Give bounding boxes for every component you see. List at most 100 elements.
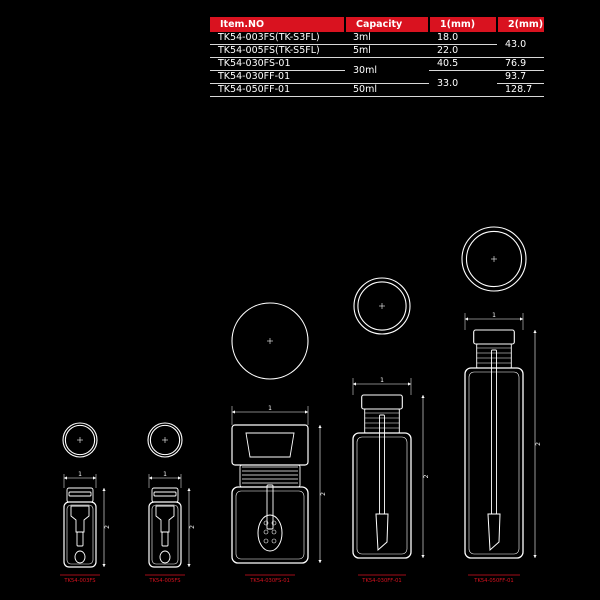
cell-item: TK54-003FS(TK-S3FL) [210, 32, 345, 45]
vial-2-dim2-label: 2 [320, 492, 327, 496]
vial-1-dim2-arrow-bottom [187, 564, 191, 567]
vial-2-body [231, 486, 309, 564]
header-item-no: Item.NO [210, 17, 346, 32]
vial-2-dim1-arrow-right [305, 410, 308, 414]
cell-capacity: 50ml [345, 83, 429, 97]
vial-0-dim2-arrow-bottom [102, 564, 106, 567]
vial-0-label: TK54-003FS [63, 578, 95, 584]
vial-4-collar [476, 343, 512, 369]
vial-1-applicator-head [159, 550, 171, 564]
vial-2-top-view-outer-circle [231, 302, 309, 380]
cell-dim1: 18.0 [429, 32, 497, 45]
vial-0-plug [70, 505, 90, 533]
vial-2-dim1-arrow-left [232, 410, 235, 414]
vial-1-label: TK54-005FS [148, 578, 180, 584]
vial-3-dim2-arrow-top [421, 395, 425, 398]
vial-2-cap [231, 424, 309, 466]
vial-0-dim2-arrow-top [102, 488, 106, 491]
vial-0-dim1-arrow-left [64, 476, 67, 480]
vial-2-paddle-hole [271, 520, 277, 526]
vial-0-cap [66, 487, 94, 503]
vial-4-dim1-arrow-right [520, 317, 523, 321]
vial-3-top-view-inner-circle [357, 281, 407, 331]
vial-1-cap-band [153, 491, 177, 497]
vial-1-dim2-arrow-top [187, 488, 191, 491]
vial-2-paddle-hole [263, 538, 269, 544]
table-row: TK54-003FS(TK-S3FL) 3ml 18.0 43.0 [210, 32, 544, 58]
vial-2-paddle [257, 514, 283, 552]
vial-3-brush [375, 513, 389, 552]
vial-3-dim2-arrow-bottom [421, 555, 425, 558]
vial-3-dim1-arrow-right [408, 382, 411, 386]
cell-dim1: 33.0 [429, 70, 497, 97]
vial-0-top-view-outer-circle [62, 422, 98, 458]
vial-4-brush [487, 513, 501, 552]
vial-1-top-view-inner-circle [149, 424, 181, 456]
vial-1-body [148, 501, 182, 568]
vial-2-cap-liner [245, 432, 295, 458]
vial-2-dim2-arrow-top [318, 425, 322, 428]
vial-4-body [464, 367, 524, 559]
table-row: TK54-005FS(TK-S5FL) 5ml 22.0 [210, 44, 544, 58]
vial-3-body [352, 432, 412, 559]
header-capacity: Capacity [345, 17, 430, 32]
vial-2-inner-wall [235, 490, 305, 560]
cell-dim2: 128.7 [497, 83, 544, 97]
cell-dim2: 76.9 [497, 57, 544, 71]
cell-item: TK54-050FF-01 [210, 83, 345, 97]
vial-2-dim2-arrow-bottom [318, 560, 322, 563]
cell-item: TK54-030FF-01 [210, 70, 345, 84]
vial-1-applicator-stem [161, 531, 169, 547]
vial-3-cap [361, 394, 403, 410]
vial-0-dim1-label: 1 [78, 471, 82, 478]
vial-4-dim2-arrow-bottom [533, 555, 537, 558]
vial-1-inner-wall [151, 504, 179, 565]
vial-1-top-view-outer-circle [147, 422, 183, 458]
vial-4-dim2-label: 2 [535, 442, 542, 446]
vial-2-applicator-stem [266, 484, 274, 530]
cell-item: TK54-030FS-01 [210, 57, 345, 71]
cell-dim1: 40.5 [429, 57, 497, 71]
vial-0-dim1-arrow-right [93, 476, 96, 480]
vial-0-top-view-inner-circle [64, 424, 96, 456]
vial-3-applicator-stem [379, 414, 385, 515]
vial-1-dim1-arrow-right [178, 476, 181, 480]
cell-dim2: 93.7 [497, 70, 544, 84]
vial-2-paddle-hole [263, 529, 269, 535]
vial-3-inner-wall [356, 436, 408, 555]
table-header-row: Item.NO Capacity 1(mm) 2(mm) [210, 17, 544, 32]
vial-4-dim2-arrow-top [533, 330, 537, 333]
cell-capacity: 30ml [345, 57, 429, 84]
vial-1-dim1-label: 1 [163, 471, 167, 478]
vial-4-cap [473, 329, 515, 345]
vial-4-applicator-stem [491, 349, 497, 515]
vial-4-dim1-arrow-left [465, 317, 468, 321]
vial-0-body [63, 501, 97, 568]
cell-dim2: 43.0 [497, 32, 544, 58]
vial-3-dim1-label: 1 [380, 377, 384, 384]
vial-0-applicator-stem [76, 531, 84, 547]
vial-0-cap-band [68, 491, 92, 497]
vial-2-neck [239, 464, 301, 488]
spec-table: Item.NO Capacity 1(mm) 2(mm) TK54-003FS(… [210, 17, 544, 97]
vial-2-dim1-label: 1 [268, 405, 272, 412]
cell-dim1: 22.0 [429, 44, 497, 58]
table-row: TK54-030FS-01 30ml 40.5 76.9 [210, 57, 544, 84]
vial-2-paddle-hole [271, 538, 277, 544]
vial-1-plug [155, 505, 175, 533]
vial-4-label: TK54-050FF-01 [473, 578, 513, 584]
vial-2-paddle-hole [263, 520, 269, 526]
vial-1-cap [151, 487, 179, 503]
vial-3-label: TK54-030FF-01 [361, 578, 401, 584]
vial-4-top-view-outer-circle [461, 226, 527, 292]
table-row: TK54-030FF-01 33.0 93.7 [210, 70, 544, 97]
vial-2-label: TK54-030FS-01 [249, 578, 290, 584]
vial-3-collar [364, 408, 400, 434]
vial-1-dim1-arrow-left [149, 476, 152, 480]
vial-3-top-view-outer-circle [353, 277, 411, 335]
cell-capacity: 5ml [345, 44, 429, 58]
vial-4-inner-wall [468, 371, 520, 555]
vial-4-top-view-inner-circle [465, 230, 523, 288]
vial-1-dim2-label: 2 [189, 525, 196, 529]
